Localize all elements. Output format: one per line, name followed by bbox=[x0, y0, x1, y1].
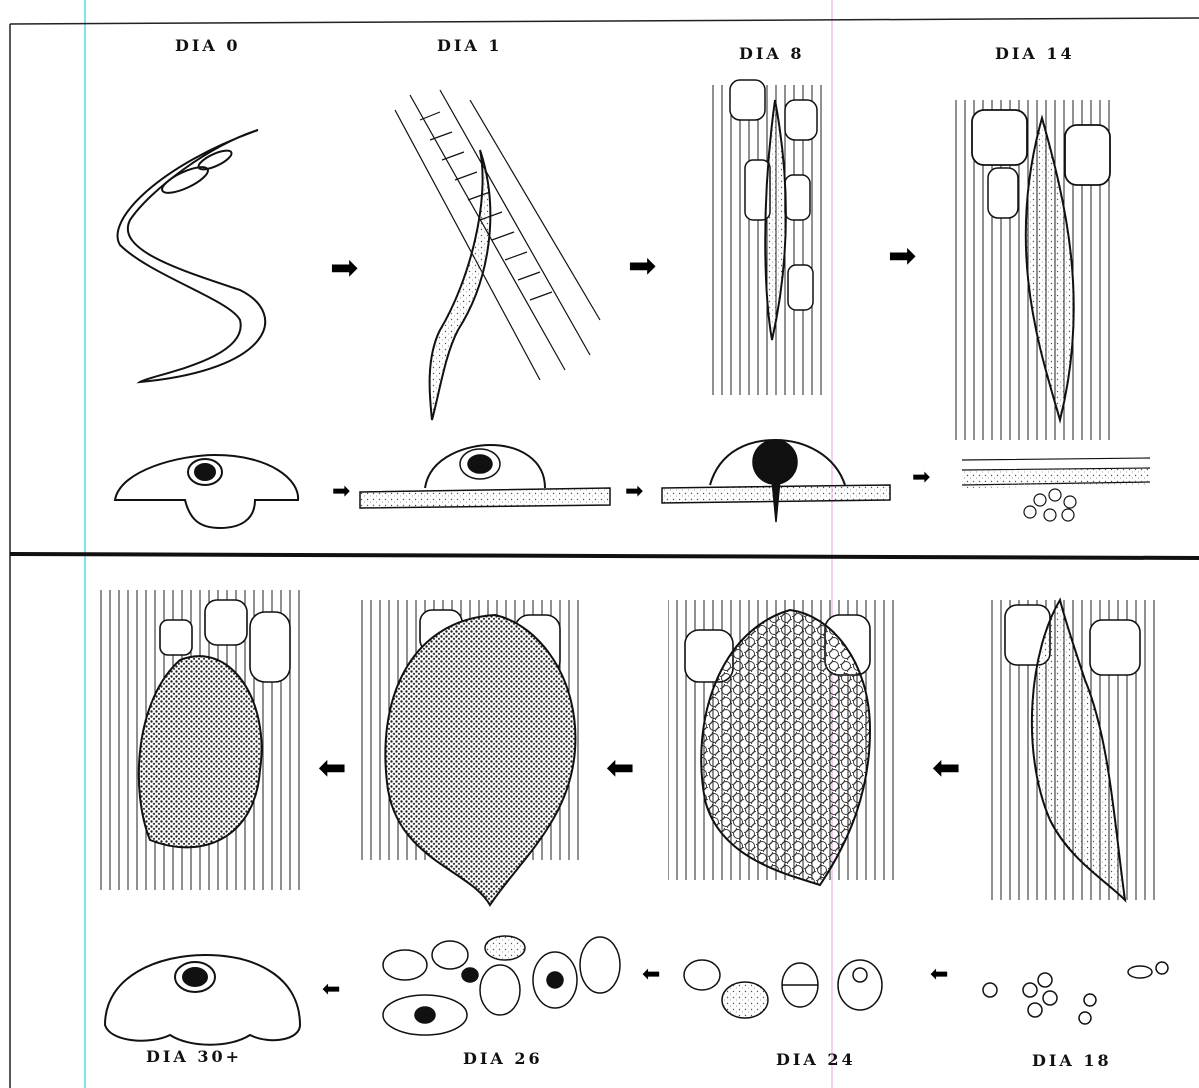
arrow-left-icon: ⬅ bbox=[322, 978, 340, 1000]
cross-section-day0 bbox=[115, 455, 298, 528]
arrow-left-icon: ⬅ bbox=[932, 752, 961, 786]
cross-section-day1 bbox=[360, 445, 610, 508]
label-day-24: DIA 24 bbox=[776, 1050, 856, 1069]
arrow-right-icon: ➡ bbox=[330, 252, 359, 286]
label-day-1: DIA 1 bbox=[437, 36, 502, 55]
top-frame-line bbox=[10, 18, 1199, 24]
label-day-14: DIA 14 bbox=[995, 44, 1075, 63]
juvenile-drawing bbox=[118, 130, 266, 382]
gall-female-day24 bbox=[668, 600, 898, 885]
egg-masses-day26 bbox=[383, 936, 620, 1035]
arrow-right-icon: ➡ bbox=[628, 250, 657, 284]
label-day-30-plus: DIA 30+ bbox=[146, 1047, 242, 1066]
cross-section-day8 bbox=[662, 440, 890, 522]
arrow-left-icon: ⬅ bbox=[930, 963, 948, 985]
arrow-right-icon: ➡ bbox=[888, 240, 917, 274]
gall-female-day26 bbox=[355, 600, 580, 905]
swollen-female-drawing bbox=[955, 100, 1115, 440]
label-day-18: DIA 18 bbox=[1032, 1051, 1112, 1070]
label-day-8: DIA 8 bbox=[739, 44, 804, 63]
arrow-right-icon: ➡ bbox=[625, 480, 643, 502]
row-divider bbox=[10, 554, 1199, 558]
arrow-left-icon: ⬅ bbox=[318, 752, 347, 786]
arrow-left-icon: ⬅ bbox=[642, 963, 660, 985]
egg-stages-day24 bbox=[684, 960, 882, 1018]
feeding-site-drawing bbox=[712, 80, 822, 395]
label-day-26: DIA 26 bbox=[463, 1049, 543, 1068]
root-penetration-drawing bbox=[395, 90, 600, 420]
female-day18 bbox=[985, 600, 1160, 900]
root-female-day30 bbox=[95, 590, 305, 890]
juveniles-day18 bbox=[983, 962, 1168, 1024]
arrow-right-icon: ➡ bbox=[912, 466, 930, 488]
arrow-left-icon: ⬅ bbox=[606, 752, 635, 786]
label-day-0: DIA 0 bbox=[175, 36, 240, 55]
cross-section-day30 bbox=[105, 955, 300, 1045]
cross-section-day14 bbox=[962, 458, 1150, 521]
arrow-right-icon: ➡ bbox=[332, 480, 350, 502]
